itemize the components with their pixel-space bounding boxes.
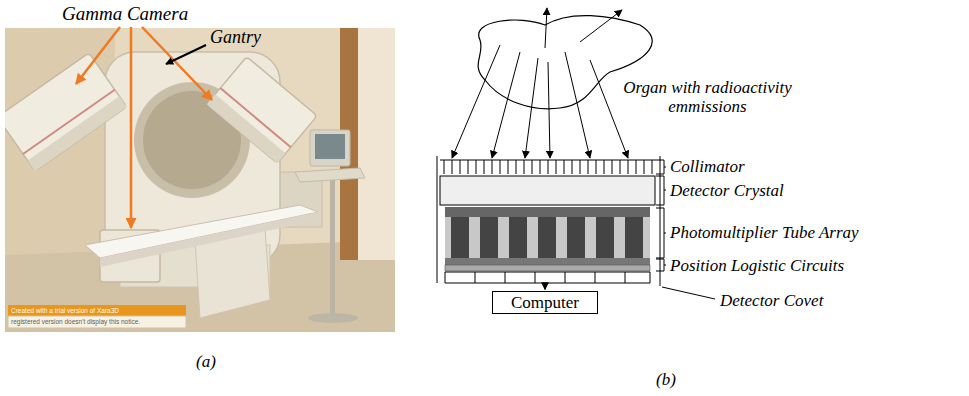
callout-label: Gantry: [210, 27, 261, 48]
part-label: Position Logistic Circuits: [670, 256, 844, 275]
watermark-box: [8, 305, 186, 328]
ray-arrow: [492, 52, 520, 158]
monitor-pole: [330, 172, 335, 317]
patient-bed-side: [100, 212, 318, 267]
photomultiplier-tube: [509, 217, 527, 258]
watermark-text: Created with a trial version of Xara3D: [11, 306, 119, 315]
part-label: Detector Covet: [720, 291, 823, 310]
panel-label: (b): [656, 370, 676, 389]
pointer-arrow: [76, 27, 120, 84]
pointer-arrow: [166, 45, 206, 64]
part-label: Detector Crystal: [670, 181, 784, 200]
signal-channels: [445, 272, 650, 283]
part-label: Photomultiplier Tube Array: [670, 223, 859, 242]
ray-arrow: [545, 8, 547, 48]
watermark-bar: [8, 316, 186, 328]
tube-base: [445, 258, 650, 265]
photomultiplier-tube: [480, 217, 498, 258]
organ-shape: Organ with radioactivity emmissions: [440, 5, 790, 123]
pointer-arrow: [130, 27, 133, 228]
watermark-text: Created with a trial version of Xara3D: [11, 306, 119, 315]
panel-label: (b): [656, 370, 676, 389]
pointer-arrow: [142, 27, 212, 100]
signal-arrow: [545, 283, 546, 290]
callout-label: Gantry: [210, 27, 261, 48]
callout-label: Gamma Camera: [62, 3, 188, 25]
part-label: Collimator: [670, 157, 745, 176]
light-guide: [445, 207, 650, 217]
detector-cover: [437, 156, 660, 286]
ray-arrow: [452, 45, 500, 158]
part-label: Detector Covet: [720, 291, 823, 310]
photomultiplier-tube: [625, 217, 643, 258]
collimator-septa: [440, 160, 656, 174]
leader-line: [662, 287, 715, 299]
photomultiplier-tube: [538, 217, 556, 258]
computer-box: Computer: [492, 291, 598, 314]
gamma-camera-photo: [5, 28, 395, 332]
box-label: Computer: [511, 293, 579, 312]
gamma-camera-arrows: [76, 27, 212, 228]
watermark-text: registered version doesn't display this …: [11, 317, 140, 326]
ray-arrow: [548, 62, 550, 158]
photomultiplier-tube: [567, 217, 585, 258]
detector-head: [5, 53, 127, 171]
monitor-screen: [315, 134, 345, 159]
watermark-text: registered version doesn't display this …: [11, 317, 140, 326]
ray-arrow: [590, 60, 628, 158]
monitor: [310, 130, 350, 166]
photomultiplier-tube: [451, 217, 469, 258]
label-bracket: [656, 160, 666, 271]
panel-label: (a): [196, 352, 216, 371]
photomultiplier-tube: [596, 217, 614, 258]
detector-head: [207, 57, 317, 164]
ray-arrow: [565, 52, 590, 158]
detector-crystal: [440, 176, 655, 205]
door-opening: [358, 28, 395, 260]
ray-arrow: [580, 10, 622, 42]
gamma-rays: [452, 8, 628, 158]
patient-bed: [85, 205, 318, 258]
keyboard-tray: [295, 168, 365, 182]
panel-label: (a): [196, 352, 216, 371]
tube-array-ground: [445, 217, 650, 258]
callout-label: Gamma Camera: [62, 3, 188, 25]
part-label: Position Logistic Circuits: [670, 256, 844, 275]
part-label: Collimator: [670, 157, 745, 176]
organ-label: Organ with radioactivity emmissions: [615, 78, 800, 116]
part-label: Photomultiplier Tube Array: [670, 223, 859, 242]
part-label: Detector Crystal: [670, 181, 784, 200]
photomultiplier-tubes: [451, 217, 643, 258]
position-logic-board: [445, 265, 650, 271]
monitor-base: [308, 313, 358, 323]
watermark-bar: [8, 305, 186, 316]
